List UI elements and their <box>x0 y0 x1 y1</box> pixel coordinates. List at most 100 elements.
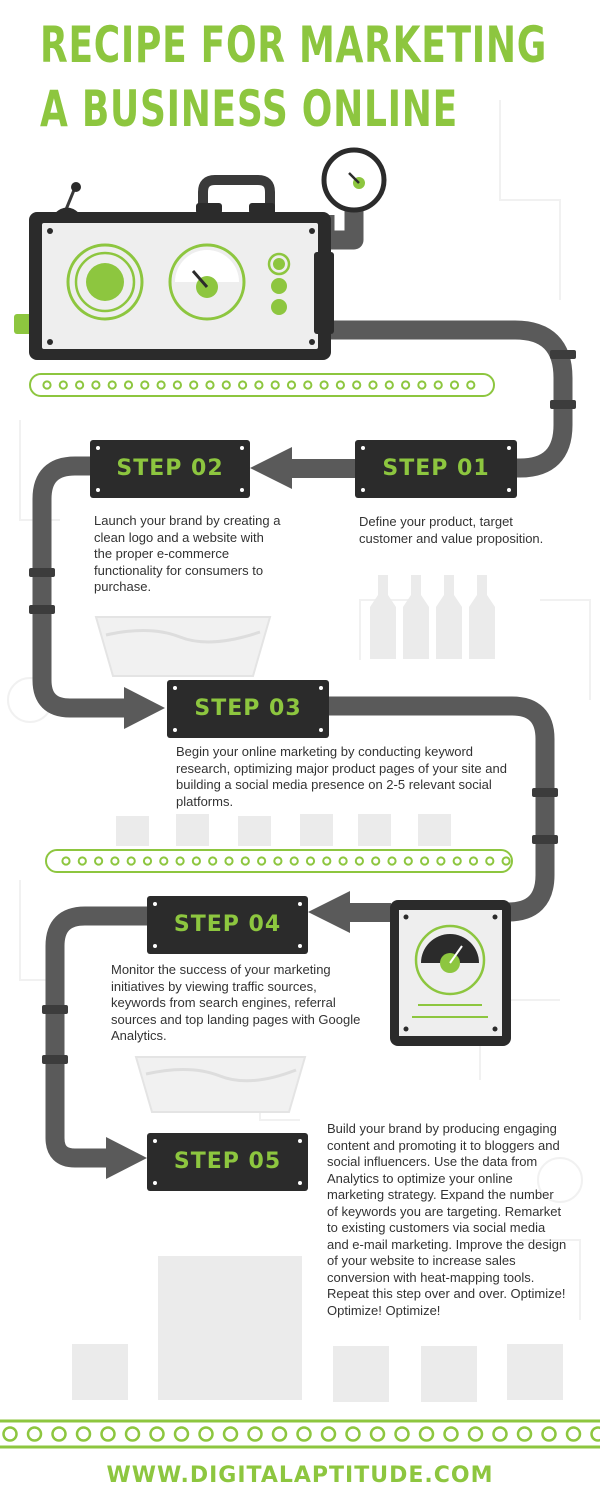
belt-dot <box>443 1426 459 1442</box>
belt-dot <box>173 1426 190 1442</box>
belt-dot <box>565 1426 582 1442</box>
step-plates <box>90 440 517 1191</box>
belt-dot <box>240 856 250 866</box>
belt-dot <box>110 856 120 866</box>
belt-dot <box>159 856 169 866</box>
belt-dot <box>319 380 329 390</box>
pipe <box>32 210 573 1168</box>
belt-dot <box>140 380 150 390</box>
belt-dot <box>271 1426 288 1442</box>
belt-dot <box>449 380 460 390</box>
conveyor-belt <box>29 373 495 397</box>
belt-dot <box>322 856 332 866</box>
belt-dot <box>433 380 443 390</box>
gauge-icon <box>321 147 387 213</box>
belt-dot <box>289 856 299 866</box>
plate-rivets <box>96 446 511 1185</box>
boxes-row-icon <box>116 814 451 846</box>
belt-dot <box>394 1426 410 1442</box>
belt-dot <box>61 856 71 866</box>
step-4-label: STEP 04 <box>173 912 282 937</box>
step-3-text: Begin your online marketing by conductin… <box>176 744 507 809</box>
belt-dot <box>191 856 201 866</box>
belt-dot <box>123 380 134 390</box>
title-line-1: RECIPE FOR MARKETING <box>40 16 548 74</box>
belt-dot <box>270 380 280 390</box>
belt-dot <box>403 856 413 866</box>
belt-dot <box>401 380 411 390</box>
belt-dot <box>436 856 446 866</box>
arrow-icon <box>106 447 391 1179</box>
monitor-gauge-icon <box>390 900 511 1046</box>
belt-dot <box>51 1426 67 1442</box>
belt-dot <box>149 1426 165 1442</box>
belt-dot <box>466 380 476 390</box>
belt-dot <box>198 1426 214 1442</box>
belt-dot <box>91 380 101 390</box>
belt-dot <box>468 856 479 866</box>
belt-dot <box>296 1426 312 1442</box>
belt-dot <box>485 856 495 866</box>
belt-dot <box>221 380 231 390</box>
belt-dot <box>541 1426 557 1442</box>
belt-dot <box>420 856 430 866</box>
belt-dot <box>492 1426 508 1442</box>
belt-dot <box>42 380 52 390</box>
belt-dot <box>205 380 215 390</box>
belt-dot <box>516 1426 533 1442</box>
machine-icon <box>14 212 334 360</box>
belt-dot <box>175 856 185 866</box>
belt-dot <box>100 1426 116 1442</box>
belt-dot <box>156 380 166 390</box>
belt-dot <box>2 1426 18 1442</box>
belt-dot <box>142 856 153 866</box>
belt-dot <box>417 380 427 390</box>
belt-dot <box>501 856 511 866</box>
belt-dot <box>26 1426 43 1442</box>
belt-dot <box>208 856 218 866</box>
step-1-text: Define your product, target customer and… <box>359 514 544 546</box>
belt-dot <box>305 856 316 866</box>
step-2-label: STEP 02 <box>116 456 224 481</box>
belt-dot <box>590 1426 600 1442</box>
belt-dot <box>371 856 381 866</box>
belt-dot <box>320 1426 337 1442</box>
belt-dot <box>387 856 397 866</box>
belt-dot <box>257 856 267 866</box>
belt-dot <box>368 380 378 390</box>
pipe-couplings <box>29 350 576 1064</box>
conveyor-belt-bottom <box>0 1419 600 1449</box>
belt-dot <box>189 380 199 390</box>
belt-dot <box>354 856 364 866</box>
belt-dot <box>94 856 104 866</box>
conveyor-belt-2 <box>45 849 513 873</box>
machine-handle <box>55 175 275 215</box>
belt-dot <box>75 380 85 390</box>
step-4-text: Monitor the success of your marketing in… <box>111 962 361 1043</box>
belt-dot <box>338 856 348 866</box>
bottles-icon <box>370 575 495 659</box>
belt-dot <box>303 380 313 390</box>
belt-dot <box>273 856 283 866</box>
belt-dot <box>384 380 394 390</box>
belt-dot <box>224 856 234 866</box>
belt-dot <box>369 1426 386 1442</box>
title-line-2: A BUSINESS ONLINE <box>40 80 458 138</box>
belt-dot <box>254 380 264 390</box>
belt-dot <box>286 380 297 390</box>
bowl-icon-2 <box>134 1056 307 1113</box>
belt-dot <box>124 1426 141 1442</box>
belt-dot <box>58 380 68 390</box>
step-2-text: Launch your brand by creating a clean lo… <box>94 513 281 594</box>
belt-dot <box>352 380 362 390</box>
belt-dot <box>238 380 248 390</box>
step-1-label: STEP 01 <box>382 456 490 481</box>
step-5-label: STEP 05 <box>173 1149 282 1174</box>
step-3-label: STEP 03 <box>194 696 302 721</box>
belt-dot <box>467 1426 484 1442</box>
belt-dot <box>335 380 345 390</box>
footer-url: WWW.DIGITALAPTITUDE.COM <box>106 1463 494 1488</box>
belt-dot <box>247 1426 263 1442</box>
